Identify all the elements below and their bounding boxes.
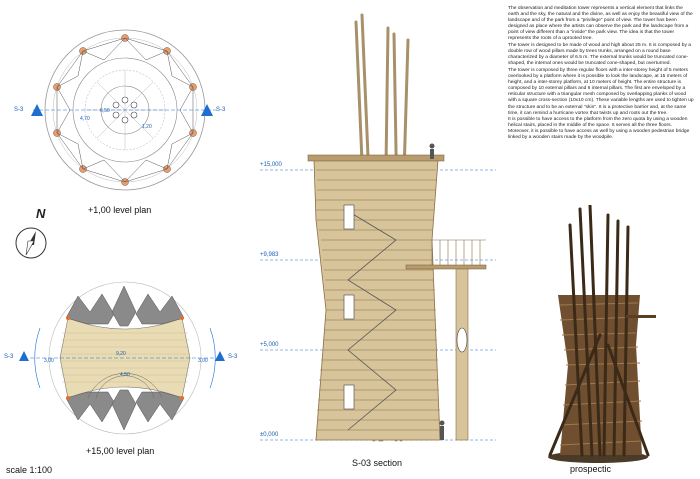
description-paragraph: It is possible to have access to the pla… (508, 117, 690, 141)
section-marker-label: S-3 (216, 107, 226, 113)
north-label: N (36, 206, 46, 221)
top-dim-1: 4,70 (80, 116, 90, 122)
section-marker-left-icon (31, 104, 43, 116)
tower-section-drawing (260, 13, 496, 442)
section-caption: S-03 section (352, 458, 403, 468)
level-label: +15,000 (260, 162, 282, 168)
top-plan-caption: +1,00 level plan (88, 205, 152, 215)
description-paragraph: The tower is composed by three regular f… (508, 67, 694, 116)
description-paragraph: The tower is designed to be made of wood… (508, 43, 691, 67)
top-dim-3: 1,20 (142, 124, 152, 130)
bottom-dim-4: 3,00 (198, 358, 208, 364)
scale-label: scale 1:100 (6, 465, 53, 475)
top-level-plan: 4,70 6,50 1,20 (33, 29, 217, 191)
description-paragraph: The observation and meditation tower rep… (508, 6, 693, 42)
section-marker-right-icon (201, 104, 213, 116)
section-marker-label: S-3 (14, 107, 24, 113)
tower-perspective-render (548, 205, 656, 463)
top-dim-2: 6,50 (100, 108, 110, 114)
bottom-dim-3: 3,00 (44, 358, 54, 364)
north-arrow-icon (15, 227, 47, 259)
prospect-caption: prospectic (570, 464, 612, 474)
project-description: The observation and meditation tower rep… (508, 6, 694, 142)
section-marker-right-icon (215, 351, 225, 361)
level-label: +5,000 (260, 342, 279, 348)
bottom-plan-caption: +15,00 level plan (86, 446, 155, 456)
bottom-level-plan: 9,20 4,50 3,00 3,00 (30, 281, 220, 435)
level-label: ±0,000 (260, 432, 279, 438)
section-marker-label: S-3 (4, 354, 14, 360)
section-marker-label: S-3 (228, 354, 238, 360)
bottom-dim-2: 4,50 (120, 372, 130, 378)
level-label: +9,983 (260, 252, 279, 258)
bottom-dim-1: 9,20 (116, 351, 126, 357)
section-marker-left-icon (19, 351, 29, 361)
